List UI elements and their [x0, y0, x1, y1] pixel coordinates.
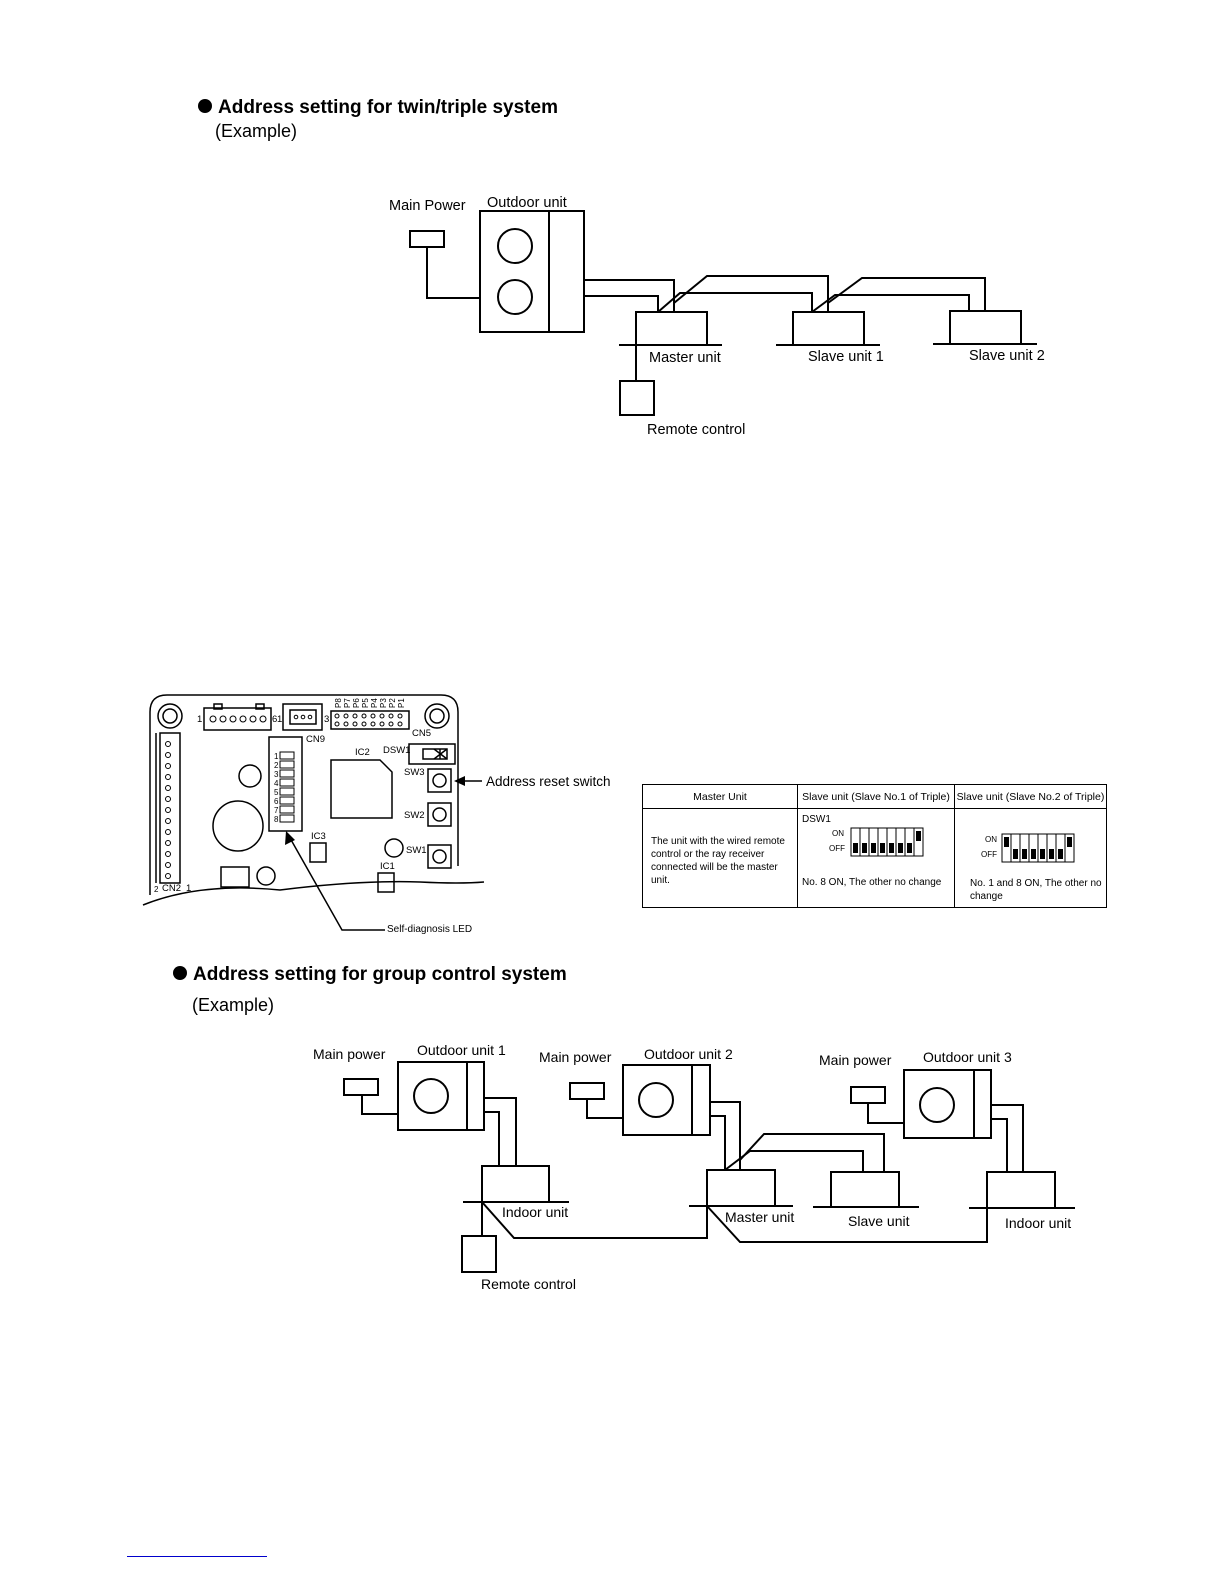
- main-power-label: Main Power: [389, 198, 466, 214]
- conn-9-1-label: 1: [277, 714, 282, 725]
- dip-switch-slot: [913, 827, 924, 857]
- off-label: OFF: [981, 850, 997, 859]
- master-unit-label: Master unit: [725, 1209, 794, 1225]
- conn-left-1-label: 1: [197, 714, 202, 725]
- master-cell: The unit with the wired remote control o…: [642, 808, 798, 908]
- slave1-description: No. 8 ON, The other no change: [802, 877, 942, 888]
- cn2-pin2-label: 2: [154, 885, 159, 894]
- dip-switch-knob: [1067, 837, 1072, 847]
- dip-switch-knob: [1049, 849, 1054, 859]
- main-power-1-label: Main power: [313, 1046, 386, 1062]
- dsw-setting-table: Master Unit Slave unit (Slave No.1 of Tr…: [642, 784, 1107, 908]
- led-number: 3: [274, 770, 279, 779]
- dip-switch-knob: [853, 843, 858, 853]
- dip-switch-knob: [1004, 837, 1009, 847]
- led-number: 8: [274, 815, 279, 824]
- self-diagnosis-led-label: Self-diagnosis LED: [387, 924, 472, 935]
- bullet-icon: [173, 966, 187, 980]
- slave2-description: No. 1 and 8 ON, The other no change: [970, 878, 1102, 902]
- main-power-3-label: Main power: [819, 1052, 892, 1068]
- pin-label: P7: [343, 698, 352, 708]
- dip-switch-knob: [1022, 849, 1027, 859]
- dip-switch-knob: [889, 843, 894, 853]
- pin-label: P1: [397, 698, 406, 708]
- group-control-diagram: Main power Outdoor unit 1 Main power Out…: [313, 1042, 1075, 1292]
- master-unit-label: Master unit: [649, 350, 721, 366]
- on-label: ON: [832, 829, 844, 838]
- outdoor-unit-2-label: Outdoor unit 2: [644, 1046, 733, 1062]
- cn5-label: CN5: [412, 728, 431, 739]
- section2-example: (Example): [192, 995, 275, 1015]
- dip-switch-knob: [1013, 849, 1018, 859]
- dip-switch-knob: [871, 843, 876, 853]
- section1-heading: Address setting for twin/triple system: [198, 97, 558, 119]
- pin-label: P2: [388, 698, 397, 708]
- conn-9-3-label: 3: [324, 714, 329, 725]
- slave-unit-2-label: Slave unit 2: [969, 348, 1045, 364]
- ic2-label: IC2: [355, 747, 370, 758]
- led-number: 6: [274, 797, 279, 806]
- dip-switch-knob: [1058, 849, 1063, 859]
- footer-link-line: [127, 1556, 267, 1557]
- remote-control-label: Remote control: [647, 422, 745, 438]
- section1-example: (Example): [215, 121, 298, 141]
- indoor-unit-1-label: Indoor unit: [502, 1204, 568, 1220]
- dip-switch-slot: [1064, 833, 1075, 863]
- on-label: ON: [985, 835, 997, 844]
- outdoor-unit-1-label: Outdoor unit 1: [417, 1042, 506, 1058]
- table-header-slave2: Slave unit (Slave No.2 of Triple): [954, 784, 1107, 809]
- dip-switch-knob: [1031, 849, 1036, 859]
- outdoor-unit-label: Outdoor unit: [487, 195, 567, 211]
- remote-control-label: Remote control: [481, 1276, 576, 1292]
- address-reset-switch-label: Address reset switch: [486, 774, 611, 789]
- master-description: The unit with the wired remote control o…: [651, 836, 785, 886]
- dsw1-title: DSW1: [802, 814, 831, 825]
- section2-heading: Address setting for group control system: [173, 964, 567, 986]
- led-number: 4: [274, 779, 279, 788]
- dip-switch-knob: [862, 843, 867, 853]
- led-number: 2: [274, 761, 279, 770]
- dip-switch-knob: [907, 843, 912, 853]
- pcb-diagram: 1 6 1 3 CN9 CN5 IC2 DSW1 SW3 SW2 SW1 IC3…: [142, 694, 611, 935]
- ic1-label: IC1: [380, 861, 395, 872]
- bullet-icon: [198, 99, 212, 113]
- off-label: OFF: [829, 844, 845, 853]
- sw3-label: SW3: [404, 767, 425, 778]
- slave1-cell: DSW1 ON OFF No. 8 ON, The other no chang…: [797, 808, 955, 908]
- slave2-cell: ON OFF No. 1 and 8 ON, The other no chan…: [954, 808, 1107, 908]
- twin-triple-diagram: Main Power Outdoor unit Master unit Slav…: [389, 195, 1045, 438]
- pin-label: P5: [361, 698, 370, 708]
- slave-unit-1-label: Slave unit 1: [808, 349, 884, 365]
- led-number: 1: [274, 752, 279, 761]
- sw1-label: SW1: [406, 845, 427, 856]
- dsw1-label: DSW1: [383, 745, 410, 756]
- main-power-2-label: Main power: [539, 1049, 612, 1065]
- pin-label: P3: [379, 698, 388, 708]
- led-number: 5: [274, 788, 279, 797]
- dip-switch-knob: [916, 831, 921, 841]
- dip-switch-slave1: [850, 827, 924, 857]
- pin-label: P4: [370, 698, 379, 708]
- cn2-label: CN2: [162, 883, 181, 894]
- outdoor-unit-3-label: Outdoor unit 3: [923, 1049, 1012, 1065]
- table-header-slave1: Slave unit (Slave No.1 of Triple): [797, 784, 955, 809]
- sw2-label: SW2: [404, 810, 425, 821]
- indoor-unit-3-label: Indoor unit: [1005, 1215, 1071, 1231]
- dip-switch-knob: [898, 843, 903, 853]
- cn9-label: CN9: [306, 734, 325, 745]
- led-number: 7: [274, 806, 279, 815]
- dip-switch-knob: [880, 843, 885, 853]
- pin-label: P8: [334, 698, 343, 708]
- conn-left-6-label: 6: [272, 714, 277, 725]
- pin-label: P6: [352, 698, 361, 708]
- dip-switch-knob: [1040, 849, 1045, 859]
- slave-unit-label: Slave unit: [848, 1213, 910, 1229]
- dip-switch-slave2: [1001, 833, 1075, 863]
- cn2-pin-label: 1: [186, 883, 191, 894]
- table-header-master: Master Unit: [642, 784, 798, 809]
- ic3-label: IC3: [311, 831, 326, 842]
